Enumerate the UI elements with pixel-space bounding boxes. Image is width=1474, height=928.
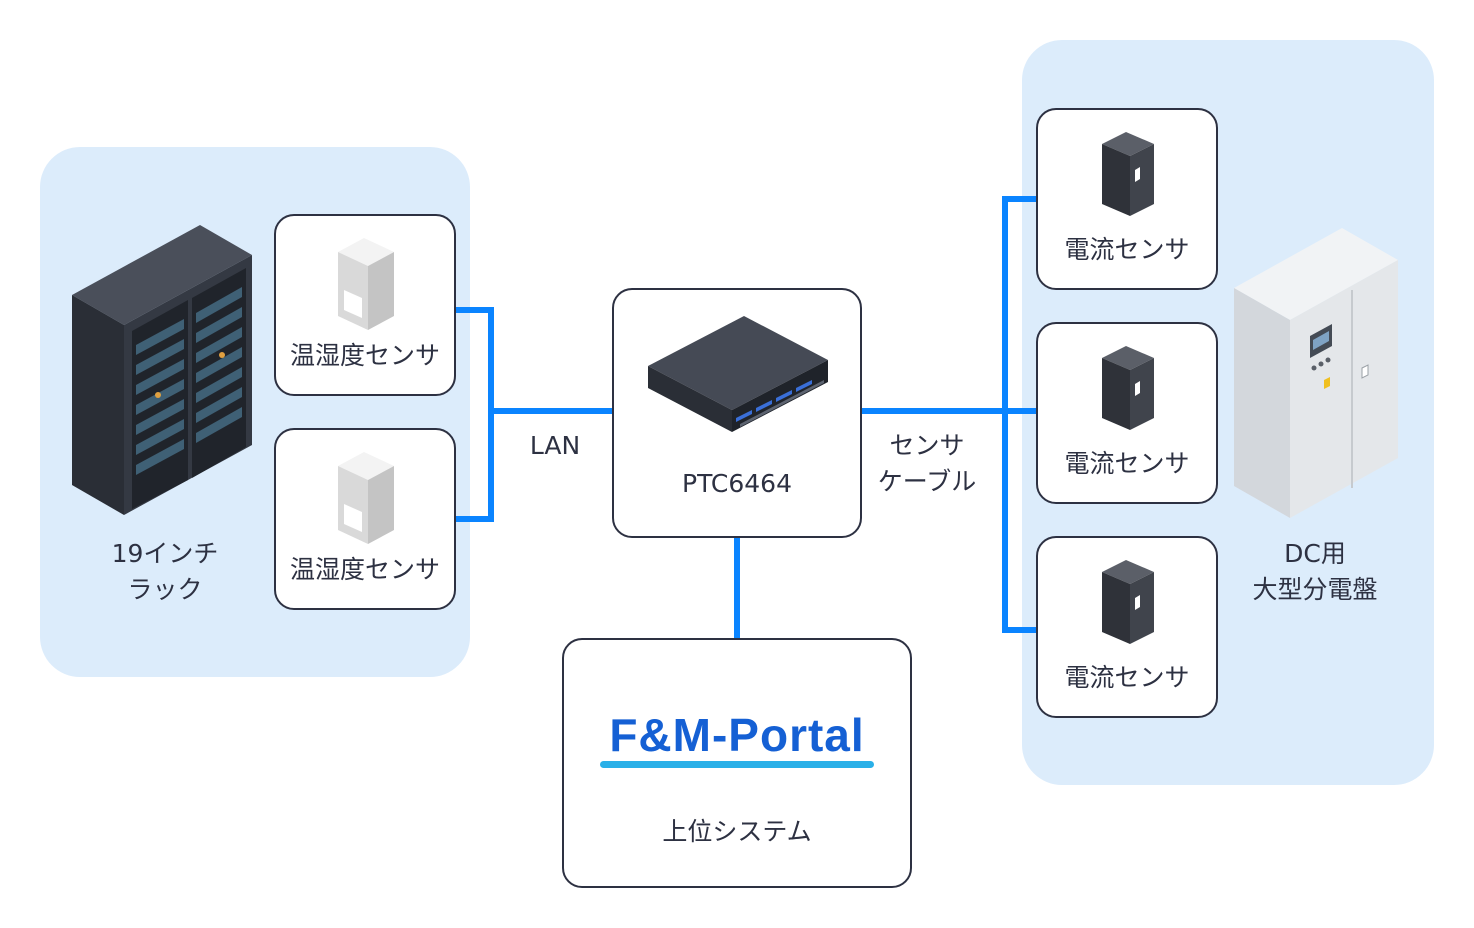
sensor-cable-wire — [1002, 627, 1038, 633]
current-sensor-box-icon — [1102, 346, 1154, 430]
lan-wire — [454, 516, 492, 522]
lan-label: LAN — [529, 431, 581, 460]
upper-system-card: F&M-Portal 上位システム — [562, 638, 912, 888]
current-sensor-card: 電流センサ — [1036, 322, 1218, 504]
current-sensor-card: 電流センサ — [1036, 108, 1218, 290]
temp-humidity-sensor-label: 温湿度センサ — [289, 341, 440, 370]
server-rack-icon — [72, 225, 252, 515]
upper-system-label: 上位システム — [662, 817, 812, 846]
controller-label: PTC6464 — [682, 469, 792, 498]
sensor-box-icon — [338, 452, 394, 544]
lan-wire — [454, 307, 492, 313]
sensor-cable-wire — [1002, 196, 1038, 202]
current-sensor-box-icon — [1102, 560, 1154, 644]
current-sensor-box-icon — [1102, 132, 1154, 216]
panel-label: DC用 大型分電盤 — [1252, 539, 1378, 604]
temp-humidity-sensor-card: 温湿度センサ — [274, 214, 456, 396]
temp-humidity-sensor-card: 温湿度センサ — [274, 428, 456, 610]
sensor-cable-wire — [1002, 196, 1008, 633]
sensor-cable-label: センサ ケーブル — [877, 431, 977, 496]
current-sensor-card: 電流センサ — [1036, 536, 1218, 718]
temp-humidity-sensor-label: 温湿度センサ — [289, 555, 440, 584]
lan-wire — [488, 307, 494, 522]
current-sensor-label: 電流センサ — [1064, 235, 1190, 264]
distribution-panel-icon — [1234, 228, 1398, 518]
current-sensor-label: 電流センサ — [1064, 663, 1190, 692]
sensor-box-icon — [338, 238, 394, 330]
current-sensor-label: 電流センサ — [1064, 449, 1190, 478]
controller-card: PTC6464 — [612, 288, 862, 538]
rack-label: 19インチ ラック — [111, 539, 219, 604]
network-switch-icon — [648, 316, 828, 432]
upper-system-wire — [734, 536, 740, 640]
lan-wire — [488, 408, 614, 414]
sensor-cable-wire — [860, 408, 1038, 414]
fm-portal-logo: F&M-Portal — [609, 709, 865, 761]
fm-portal-logo-underline — [600, 761, 874, 768]
